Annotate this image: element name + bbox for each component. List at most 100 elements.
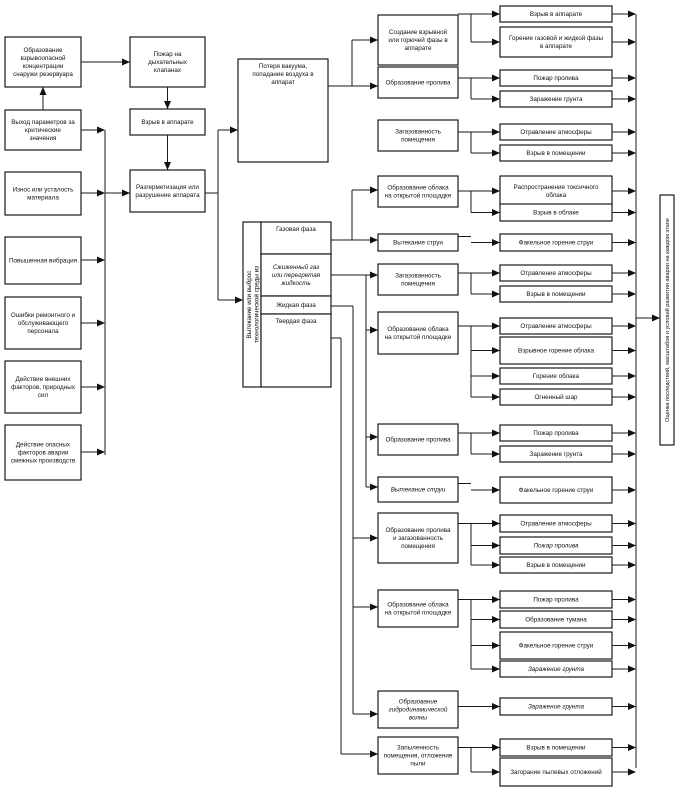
scenario-7-frame xyxy=(377,311,459,355)
outcome-3-2-label: Взрыв в помещении xyxy=(526,150,586,157)
scenario-3-frame xyxy=(377,119,459,152)
arrow-head-icon xyxy=(492,95,500,103)
arrow-head-icon xyxy=(492,239,500,246)
outcome-2-2-label: Заражение грунта xyxy=(530,96,583,103)
outcome-6-1-label: Отравление атмосферы xyxy=(520,270,592,277)
outcome-2-1: Пожар пролива xyxy=(499,69,613,87)
outcome-11-3-frame xyxy=(499,631,613,660)
scenario-6-frame xyxy=(377,263,459,296)
phase-solid-frame xyxy=(260,313,332,388)
assessment-box: Оценка последствий, масштабов и условий … xyxy=(659,194,675,446)
outcome-8-1: Пожар пролива xyxy=(499,424,613,442)
scenario-12-frame xyxy=(377,690,459,729)
arrow-head-icon xyxy=(492,616,500,623)
outcome-11-2: Образование тумана xyxy=(499,610,613,629)
arrow-head-icon xyxy=(230,126,238,134)
arrow-head-icon xyxy=(628,744,636,751)
assessment-label: Оценка последствий, масштабов и условий … xyxy=(664,218,671,422)
scenario-2: Образование пролива xyxy=(377,66,459,99)
arrow-head-icon xyxy=(492,372,500,380)
arrow-head-icon xyxy=(492,290,500,298)
scenario-5-frame xyxy=(377,233,459,252)
outcome-11-4-label: Заражение грунта xyxy=(528,666,585,673)
event-explosion-in-apparatus-label: Взрыв в аппарате xyxy=(141,119,194,126)
cause-vibration-label: Повышенная вибрация xyxy=(9,257,77,265)
cause-external-factors-frame xyxy=(4,360,82,414)
outcome-9-1: Факельное горение струи xyxy=(499,476,613,504)
scenario-5: Вытекание струи xyxy=(377,233,459,252)
outcome-8-1-label: Пожар пролива xyxy=(533,430,579,437)
scenario-8: Образование пролива xyxy=(377,423,459,456)
scenario-9-label: Вытекание струи xyxy=(391,487,446,494)
arrow-head-icon xyxy=(492,642,500,649)
arrow-head-icon xyxy=(122,189,130,197)
outcome-11-4-frame xyxy=(499,660,613,678)
arrow-head-icon xyxy=(97,319,105,327)
outcome-7-3-frame xyxy=(499,367,613,385)
arrow-head-icon xyxy=(492,209,500,216)
arrow-head-icon xyxy=(370,750,378,758)
outcome-6-2: Взрыв в помещении xyxy=(499,285,613,303)
arrow-head-icon xyxy=(628,768,636,776)
arrow-head-icon xyxy=(492,393,500,401)
arrow-head-icon xyxy=(492,520,500,527)
arrow-head-icon xyxy=(628,95,636,103)
arrow-head-icon xyxy=(628,10,636,18)
arrow-head-icon xyxy=(492,429,500,437)
arrow-head-icon xyxy=(492,665,500,673)
outcome-11-3-label: Факельное горение струи xyxy=(519,643,594,650)
event-explosion-in-apparatus-frame xyxy=(129,108,206,136)
arrow-head-icon xyxy=(652,314,660,322)
outcome-2-2-frame xyxy=(499,90,613,108)
arrow-head-icon xyxy=(628,520,636,527)
cause-explosive-concentration-frame xyxy=(4,36,82,88)
cause-personnel-errors-frame xyxy=(4,296,82,350)
scenario-2-frame xyxy=(377,66,459,99)
outcome-10-2-label: Пожар пролива xyxy=(533,543,579,550)
outcome-7-1-label: Отравление атмосферы xyxy=(520,323,592,330)
arrow-head-icon xyxy=(492,10,500,18)
arrow-head-icon xyxy=(370,82,378,90)
outcome-1-1-frame xyxy=(499,5,613,23)
scenario-10-frame xyxy=(377,512,459,564)
event-vacuum-loss-frame xyxy=(237,58,329,163)
outcome-3-1: Отравление атмосферы xyxy=(499,123,613,141)
arrow-head-icon xyxy=(370,710,378,718)
arrow-head-icon xyxy=(628,269,636,277)
outcome-7-4-frame xyxy=(499,388,613,406)
outcome-4-1-frame xyxy=(499,175,613,207)
outcome-7-2: Взрывное горение облака xyxy=(499,336,613,365)
outcome-13-2-label: Загорание пылевых отложений xyxy=(510,768,602,776)
outcome-7-1-frame xyxy=(499,317,613,335)
arrow-head-icon xyxy=(628,187,636,195)
scenario-8-label: Образование пролива xyxy=(385,436,451,444)
arrow-head-icon xyxy=(628,703,636,710)
arrow-head-icon xyxy=(235,296,243,304)
outcome-13-1-label: Взрыв в помещении xyxy=(526,745,586,752)
arrow-head-icon xyxy=(370,326,378,334)
arrow-head-icon xyxy=(628,429,636,437)
outcome-13-1-frame xyxy=(499,738,613,757)
outcome-7-2-frame xyxy=(499,336,613,365)
outcome-2-1-label: Пожар пролива xyxy=(533,75,579,82)
outcome-5-1: Факельное горение струи xyxy=(499,233,613,252)
outcome-8-1-frame xyxy=(499,424,613,442)
arrow-head-icon xyxy=(628,393,636,401)
outcome-8-2-frame xyxy=(499,445,613,463)
outcome-11-1: Пожар пролива xyxy=(499,590,613,609)
outcome-3-1-frame xyxy=(499,123,613,141)
